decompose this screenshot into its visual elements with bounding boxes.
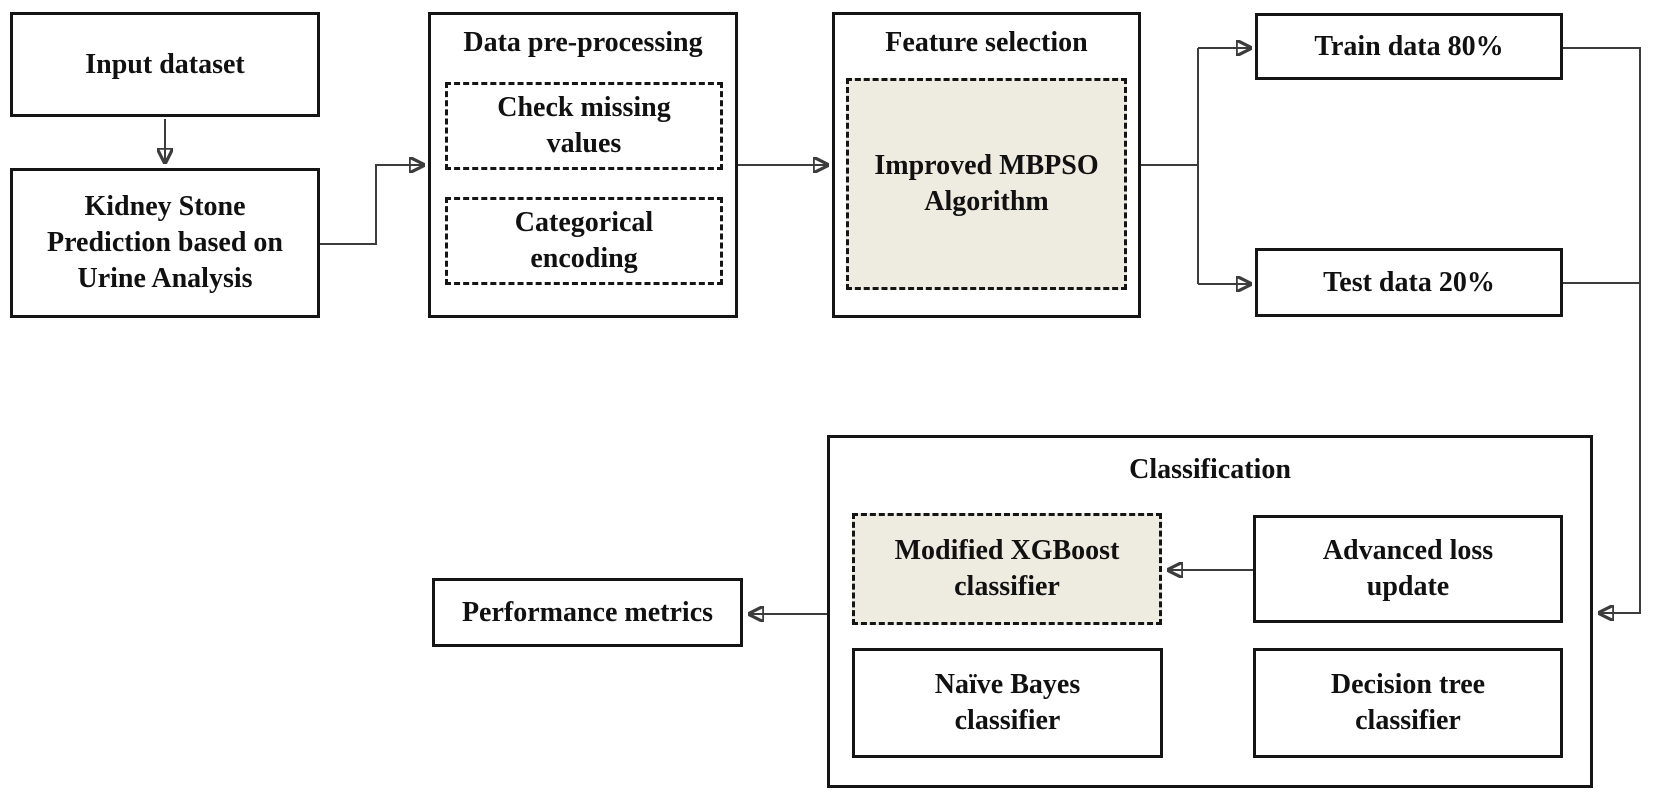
node-improved-mbpso: Improved MBPSO Algorithm	[846, 78, 1127, 290]
node-test-data: Test data 20%	[1255, 248, 1563, 317]
node-modified-xgboost-label: Modified XGBoost classifier	[894, 535, 1120, 602]
node-kidney-stone-prediction: Kidney Stone Prediction based on Urine A…	[10, 168, 320, 318]
node-decision-tree: Decision tree classifier	[1253, 648, 1563, 758]
node-input-dataset-label: Input dataset	[85, 48, 245, 80]
node-advanced-loss-update: Advanced loss update	[1253, 515, 1563, 623]
node-check-missing-values-label: Check missing values	[497, 92, 671, 159]
node-test-data-label: Test data 20%	[1323, 266, 1495, 298]
node-check-missing-values: Check missing values	[445, 82, 723, 170]
node-modified-xgboost: Modified XGBoost classifier	[852, 513, 1162, 625]
connector-kidney-to-preprocessing	[320, 165, 422, 245]
node-kidney-stone-prediction-label: Kidney Stone Prediction based on Urine A…	[47, 191, 283, 294]
node-train-data-label: Train data 80%	[1314, 30, 1504, 62]
node-naive-bayes: Naïve Bayes classifier	[852, 648, 1163, 758]
node-train-data: Train data 80%	[1255, 13, 1563, 80]
node-naive-bayes-label: Naïve Bayes classifier	[934, 669, 1081, 736]
node-advanced-loss-update-label: Advanced loss update	[1322, 535, 1494, 602]
connector-feature-selection-branch	[1141, 48, 1199, 284]
node-decision-tree-label: Decision tree classifier	[1330, 669, 1486, 736]
group-title-feature-selection: Feature selection	[885, 27, 1088, 58]
node-input-dataset: Input dataset	[10, 12, 320, 117]
group-title-data-preprocessing: Data pre-processing	[463, 27, 703, 58]
node-categorical-encoding-label: Categorical encoding	[514, 207, 654, 274]
group-title-classification: Classification	[1129, 454, 1291, 485]
node-categorical-encoding: Categorical encoding	[445, 197, 723, 285]
node-performance-metrics-label: Performance metrics	[461, 596, 714, 628]
node-performance-metrics: Performance metrics	[432, 578, 743, 647]
node-improved-mbpso-label: Improved MBPSO Algorithm	[874, 150, 1099, 217]
